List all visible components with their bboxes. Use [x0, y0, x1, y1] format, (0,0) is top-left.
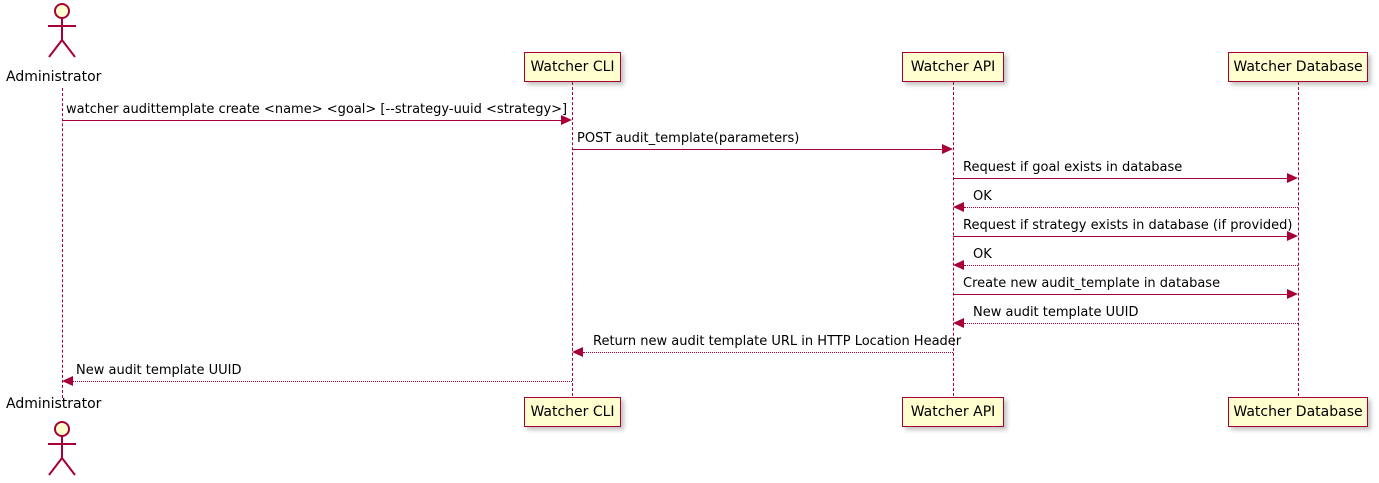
message-label-4: OK — [973, 189, 992, 204]
message-line-6 — [964, 265, 1298, 266]
actor-label-administrator-top: Administrator — [6, 69, 102, 85]
lifeline-watcher-api — [953, 82, 954, 396]
message-line-4 — [964, 207, 1298, 208]
participant-box-watcher-api-top[interactable]: Watcher API — [902, 52, 1004, 82]
message-label-9: Return new audit template URL in HTTP Lo… — [593, 334, 962, 349]
message-line-8 — [964, 323, 1298, 324]
message-line-10 — [73, 381, 572, 382]
lifeline-administrator — [62, 88, 63, 398]
message-label-1: watcher audittemplate create <name> <goa… — [66, 102, 568, 117]
lifeline-watcher-database — [1298, 82, 1299, 396]
message-arrowhead-1 — [561, 115, 572, 125]
message-arrowhead-7 — [1287, 289, 1298, 299]
message-label-2: POST audit_template(parameters) — [577, 131, 800, 146]
actor-administrator-top — [40, 2, 84, 60]
message-arrowhead-10 — [62, 376, 73, 386]
lifeline-watcher-cli — [572, 82, 573, 396]
message-line-7 — [953, 294, 1287, 295]
message-label-5: Request if strategy exists in database (… — [963, 218, 1293, 233]
message-arrowhead-4 — [953, 202, 964, 212]
participant-box-watcher-api-bottom[interactable]: Watcher API — [902, 397, 1004, 427]
participant-box-watcher-cli-top[interactable]: Watcher CLI — [524, 52, 621, 82]
message-label-10: New audit template UUID — [76, 363, 242, 378]
actor-label-administrator-bottom: Administrator — [6, 396, 102, 412]
message-arrowhead-9 — [572, 347, 583, 357]
message-line-2 — [572, 149, 942, 150]
message-arrowhead-5 — [1287, 231, 1298, 241]
message-arrowhead-3 — [1287, 173, 1298, 183]
message-label-6: OK — [973, 247, 992, 262]
message-label-7: Create new audit_template in database — [963, 276, 1221, 291]
actor-administrator-bottom — [40, 420, 84, 478]
message-arrowhead-6 — [953, 260, 964, 270]
participant-box-watcher-database-top[interactable]: Watcher Database — [1228, 52, 1368, 82]
message-arrowhead-8 — [953, 318, 964, 328]
message-line-1 — [62, 120, 561, 121]
message-arrowhead-2 — [942, 144, 953, 154]
message-line-9 — [583, 352, 953, 353]
message-line-5 — [953, 236, 1287, 237]
message-line-3 — [953, 178, 1287, 179]
message-label-8: New audit template UUID — [973, 305, 1139, 320]
participant-box-watcher-database-bottom[interactable]: Watcher Database — [1228, 397, 1368, 427]
message-label-3: Request if goal exists in database — [963, 160, 1183, 175]
participant-box-watcher-cli-bottom[interactable]: Watcher CLI — [524, 397, 621, 427]
